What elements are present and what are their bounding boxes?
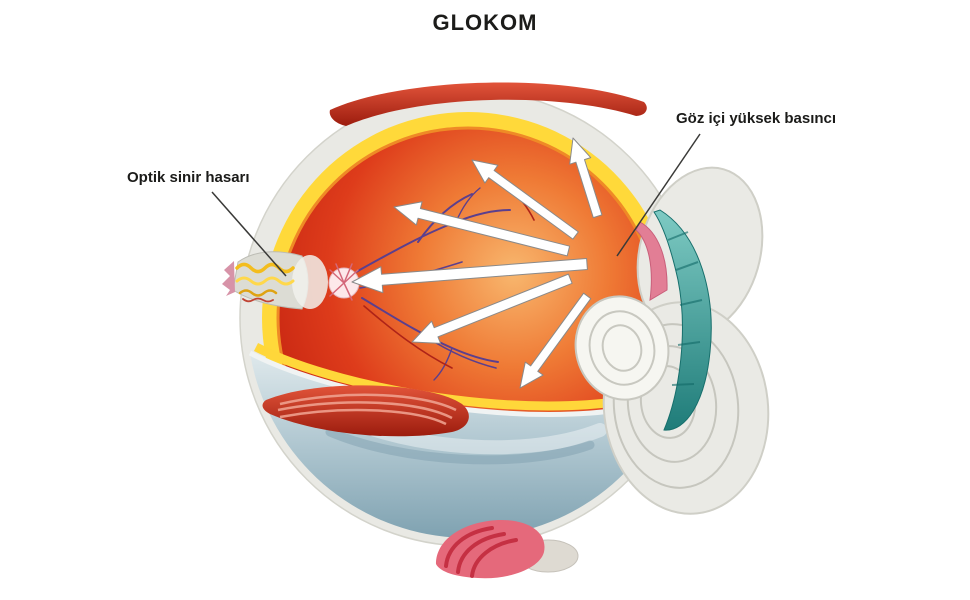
bottom-muscle — [436, 519, 579, 579]
pressure-arrow — [351, 258, 588, 294]
upper-muscle — [329, 82, 647, 126]
pressure-arrow — [471, 159, 579, 240]
ciliary-teal-band — [653, 209, 712, 431]
pressure-arrow — [519, 292, 592, 389]
pressure-label-line — [616, 133, 701, 257]
nerve-tip-tissue — [222, 261, 235, 296]
pressure-label: Göz içi yüksek basıncı — [676, 110, 837, 127]
pink-tissue — [635, 221, 668, 301]
leader-lines — [211, 133, 701, 277]
lens-structure — [574, 295, 670, 401]
teal-striations — [667, 231, 703, 386]
nerve-fibers — [235, 262, 295, 303]
diagram-title: GLOKOM — [432, 10, 538, 35]
cornea-lens-structures — [574, 166, 770, 515]
optic-label-line — [211, 191, 287, 277]
pressure-arrow — [393, 201, 571, 257]
pressure-arrow — [411, 273, 573, 344]
optic-nerve-label: Optik sinir hasarı — [127, 169, 250, 186]
lower-left-muscle — [262, 385, 469, 437]
pressure-arrows — [351, 137, 603, 389]
optic-nerve-head — [328, 263, 360, 301]
optic-nerve — [222, 251, 328, 310]
pressure-arrow — [569, 137, 603, 219]
